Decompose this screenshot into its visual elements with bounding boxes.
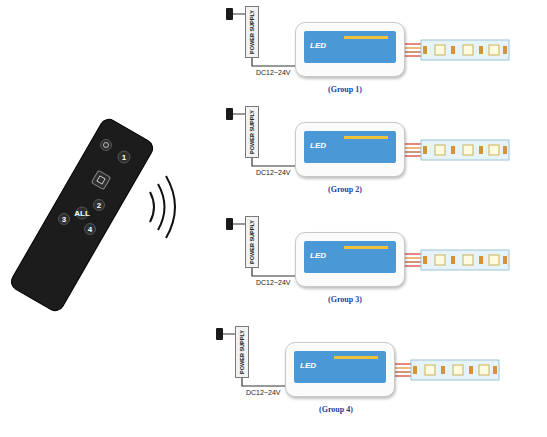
- group-caption: (Group 4): [319, 405, 353, 414]
- led-controller: LED: [295, 22, 405, 77]
- led-controller: LED: [285, 342, 395, 397]
- power-supply: POWER SUPPLY: [245, 6, 259, 58]
- color-stripe: [344, 36, 388, 39]
- brand-label: LED: [310, 41, 326, 50]
- brand-label: LED: [310, 141, 326, 150]
- color-stripe: [344, 136, 388, 139]
- button-label: ALL: [74, 209, 90, 218]
- color-stripe: [334, 356, 378, 359]
- button-number: 4: [88, 225, 92, 234]
- power-supply: POWER SUPPLY: [245, 106, 259, 158]
- power-supply: POWER SUPPLY: [235, 326, 249, 378]
- group-caption: (Group 2): [328, 185, 362, 194]
- voltage-label: DC12~24V: [255, 169, 291, 176]
- device-label: POWER SUPPLY: [249, 10, 255, 54]
- voltage-label: DC12~24V: [255, 279, 291, 286]
- brand-label: LED: [300, 361, 316, 370]
- power-wire: [252, 268, 295, 276]
- led-controller: LED: [295, 122, 405, 177]
- voltage-label: DC12~24V: [245, 389, 281, 396]
- led-strips: [395, 40, 509, 380]
- led-controller: LED: [295, 232, 405, 287]
- device-label: POWER SUPPLY: [239, 330, 245, 374]
- button-number: 2: [97, 201, 101, 210]
- power-wire: [252, 158, 295, 166]
- brand-label: LED: [310, 251, 326, 260]
- voltage-label: DC12~24V: [255, 69, 291, 76]
- color-stripe: [344, 246, 388, 249]
- device-label: POWER SUPPLY: [249, 110, 255, 154]
- button-number: 1: [122, 153, 126, 162]
- power-supply: POWER SUPPLY: [245, 216, 259, 268]
- signal-waves: [150, 176, 175, 238]
- device-label: POWER SUPPLY: [249, 220, 255, 264]
- group-caption: (Group 3): [328, 295, 362, 304]
- button-number: 3: [62, 215, 66, 224]
- power-wire: [242, 378, 285, 386]
- group-caption: (Group 1): [328, 85, 362, 94]
- power-wire: [252, 58, 295, 66]
- mains-plugs: [216, 8, 245, 340]
- remote-control: [8, 116, 156, 314]
